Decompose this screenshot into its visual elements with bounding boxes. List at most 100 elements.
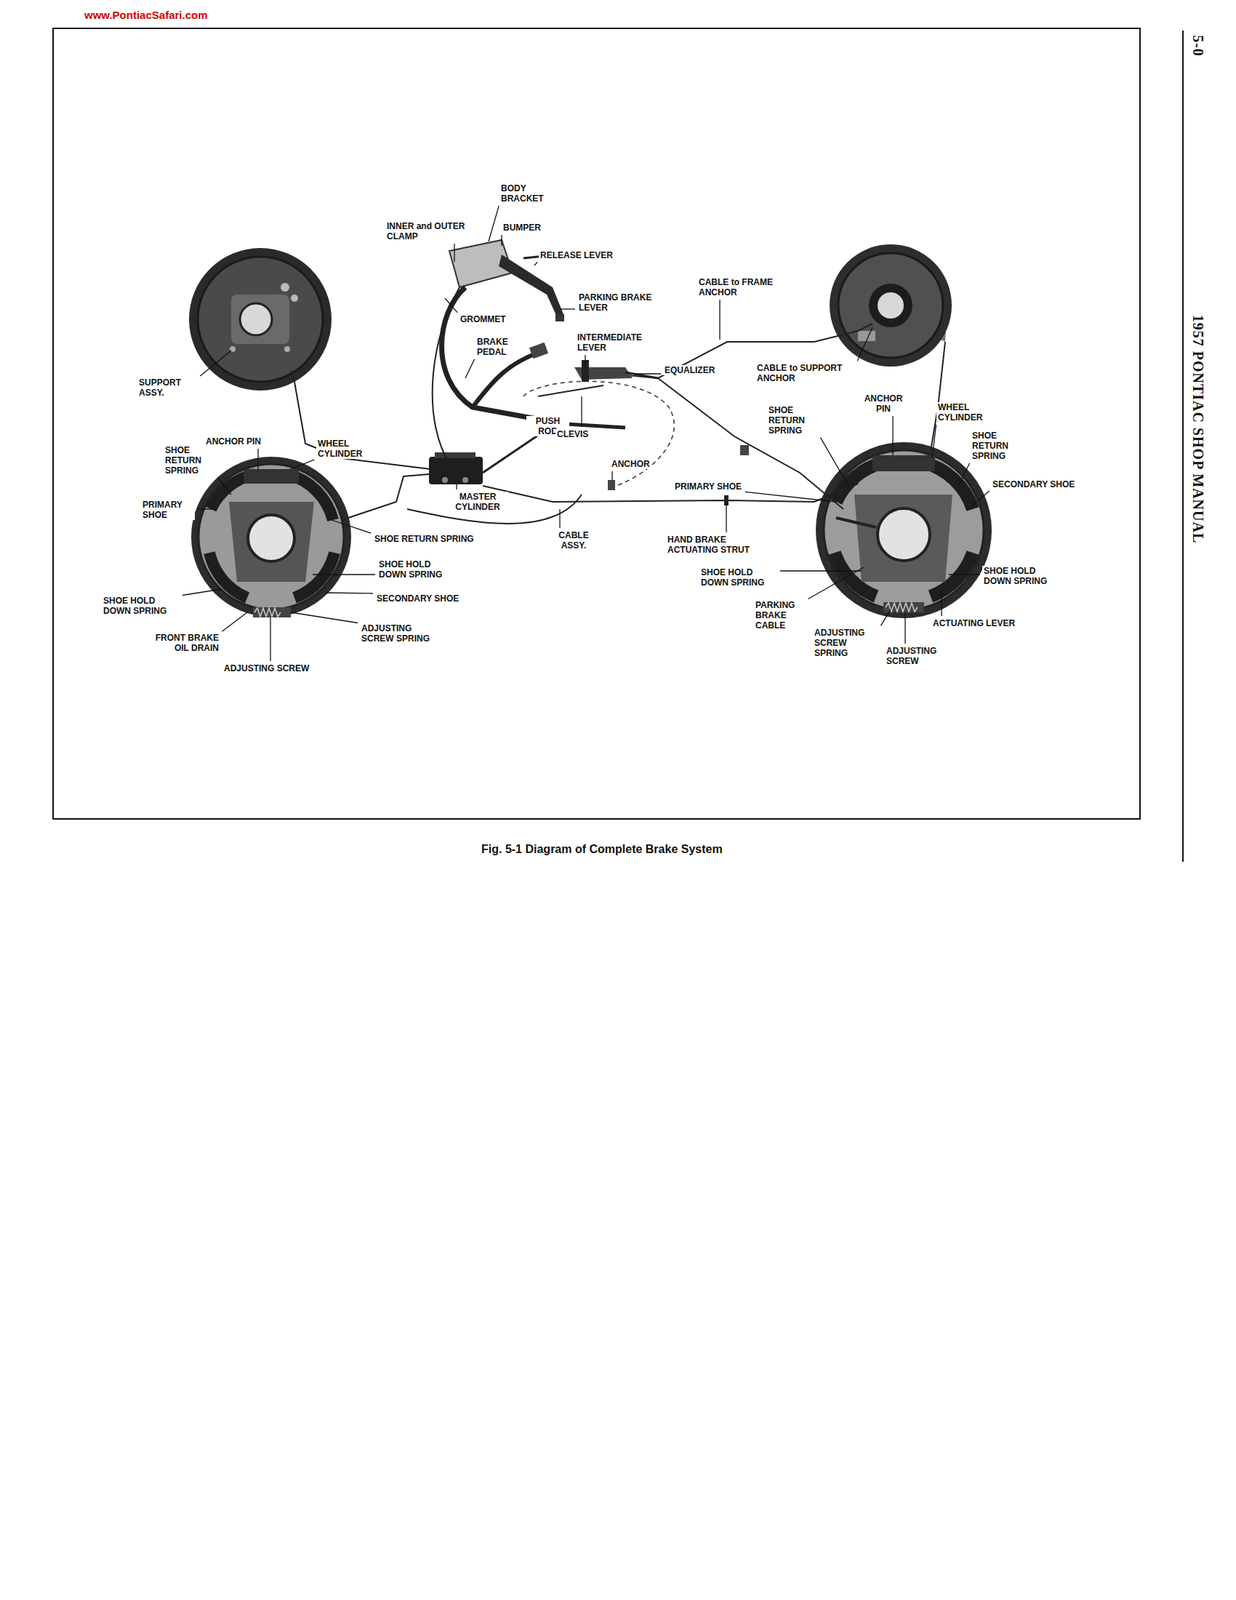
leader-line — [290, 459, 315, 469]
leader-line — [453, 243, 455, 262]
cable-clip — [740, 444, 749, 456]
part-label: SHOE RETURN SPRING — [163, 444, 216, 476]
part-label: SECONDARY SHOE — [375, 593, 461, 604]
part-label: RELEASE LEVER — [538, 250, 615, 261]
part-label: ADJUSTING SCREW SPRING — [359, 623, 445, 644]
parking-cables — [407, 287, 946, 524]
leader-line — [958, 463, 970, 486]
leader-line — [199, 350, 232, 376]
part-label: CABLE to SUPPORT ANCHOR — [755, 362, 857, 384]
leader-line — [948, 573, 981, 575]
leader-line — [312, 573, 376, 575]
leader-line — [488, 205, 499, 242]
part-label: EQUALIZER — [663, 364, 717, 376]
part-label: MASTER CYLINDER — [447, 491, 509, 512]
leader-line — [940, 590, 942, 616]
leader-line — [808, 567, 864, 600]
pedal-pad — [529, 342, 549, 360]
frame — [53, 28, 1141, 819]
part-label: SHOE RETURN SPRING — [970, 430, 1023, 461]
leader-line — [580, 396, 582, 427]
watermark: www.PontiacSafari.com — [84, 8, 208, 22]
leader-line — [221, 612, 248, 632]
leader-line — [820, 437, 850, 488]
rear-brake-assembly — [815, 442, 992, 618]
leader-line — [257, 448, 259, 470]
leader-line — [725, 501, 727, 533]
leader-line — [780, 570, 862, 571]
front-brake-assembly — [191, 456, 352, 618]
part-label: GROMMET — [458, 314, 508, 325]
leader-line — [290, 612, 358, 624]
front-support-plate — [189, 247, 332, 391]
leader-line — [892, 415, 893, 456]
leader-line — [217, 476, 232, 495]
part-label: SHOE HOLD DOWN SPRING — [101, 595, 181, 616]
part-label: INNER and OUTER CLAMP — [385, 221, 467, 242]
part-label: INTERMEDIATE LEVER — [575, 332, 655, 353]
leader-line — [932, 424, 937, 459]
margin-rule — [1182, 30, 1184, 862]
part-label: SHOE RETURN SPRING — [372, 533, 476, 544]
part-label: FRONT BRAKE OIL DRAIN — [138, 632, 221, 653]
part-label: SUPPORT ASSY. — [137, 377, 199, 398]
part-label: HAND BRAKE ACTUATING STRUT — [665, 534, 765, 555]
leader-line — [269, 617, 271, 661]
part-label: PRIMARY SHOE — [673, 481, 744, 492]
part-label: SHOE HOLD DOWN SPRING — [982, 565, 1061, 587]
brake-lines — [290, 370, 858, 520]
leader-line — [584, 354, 586, 368]
leader-line — [745, 491, 837, 502]
part-label: SHOE RETURN SPRING — [767, 404, 820, 436]
leader-line — [182, 588, 222, 596]
part-label: ADJUSTING SCREW — [884, 645, 952, 666]
part-label: WHEEL CYLINDER — [316, 438, 378, 459]
master-cylinder — [428, 452, 483, 485]
part-label: ANCHOR — [610, 458, 652, 469]
cable-path-dashed — [523, 380, 674, 488]
leader-line — [968, 490, 990, 509]
leader-line — [325, 592, 373, 594]
leader-line — [465, 359, 475, 379]
part-label: PRIMARY SHOE — [141, 499, 195, 520]
part-label: SHOE HOLD DOWN SPRING — [377, 559, 456, 580]
part-label: PARKING BRAKE CABLE — [753, 599, 807, 631]
leader-line — [611, 471, 613, 480]
leader-line — [444, 298, 458, 313]
running-header: 1957 PONTIAC SHOP MANUAL — [1189, 314, 1207, 544]
leader-line — [500, 234, 502, 246]
leader-line — [719, 299, 720, 340]
pedal-shank — [472, 352, 539, 408]
part-label: BUMPER — [501, 222, 543, 233]
leader-line — [633, 372, 661, 374]
leader-line — [534, 261, 538, 266]
part-label: ADJUSTING SCREW — [222, 663, 311, 674]
leader-line — [881, 609, 892, 626]
part-label: CLEVIS — [555, 428, 590, 440]
part-label: BRAKE PEDAL — [475, 336, 524, 357]
part-label: PARKING BRAKE LEVER — [577, 292, 662, 313]
leader-line — [559, 508, 560, 528]
part-label: SHOE HOLD DOWN SPRING — [699, 567, 778, 588]
leader-line — [455, 484, 457, 490]
rear-support-plate — [829, 244, 952, 367]
equalizer — [538, 359, 658, 397]
part-label: ACTUATING LEVER — [931, 618, 1017, 629]
part-label: CABLE to FRAME ANCHOR — [697, 277, 782, 298]
brake-pedal-arm — [442, 287, 554, 422]
leader-line — [197, 508, 213, 509]
figure-caption: Fig. 5-1 Diagram of Complete Brake Syste… — [481, 841, 723, 857]
page-number: 5-0 — [1189, 34, 1207, 57]
part-label: ANCHOR PIN — [856, 393, 911, 414]
part-label: BODY BRACKET — [499, 183, 555, 204]
leader-line — [559, 308, 576, 309]
leader-line — [904, 612, 906, 644]
cable-anchor — [607, 479, 616, 491]
part-label: CABLE ASSY. — [550, 530, 597, 551]
part-label: ADJUSTING SCREW SPRING — [812, 627, 880, 658]
leader-line — [857, 327, 873, 361]
leader-line — [331, 519, 371, 533]
